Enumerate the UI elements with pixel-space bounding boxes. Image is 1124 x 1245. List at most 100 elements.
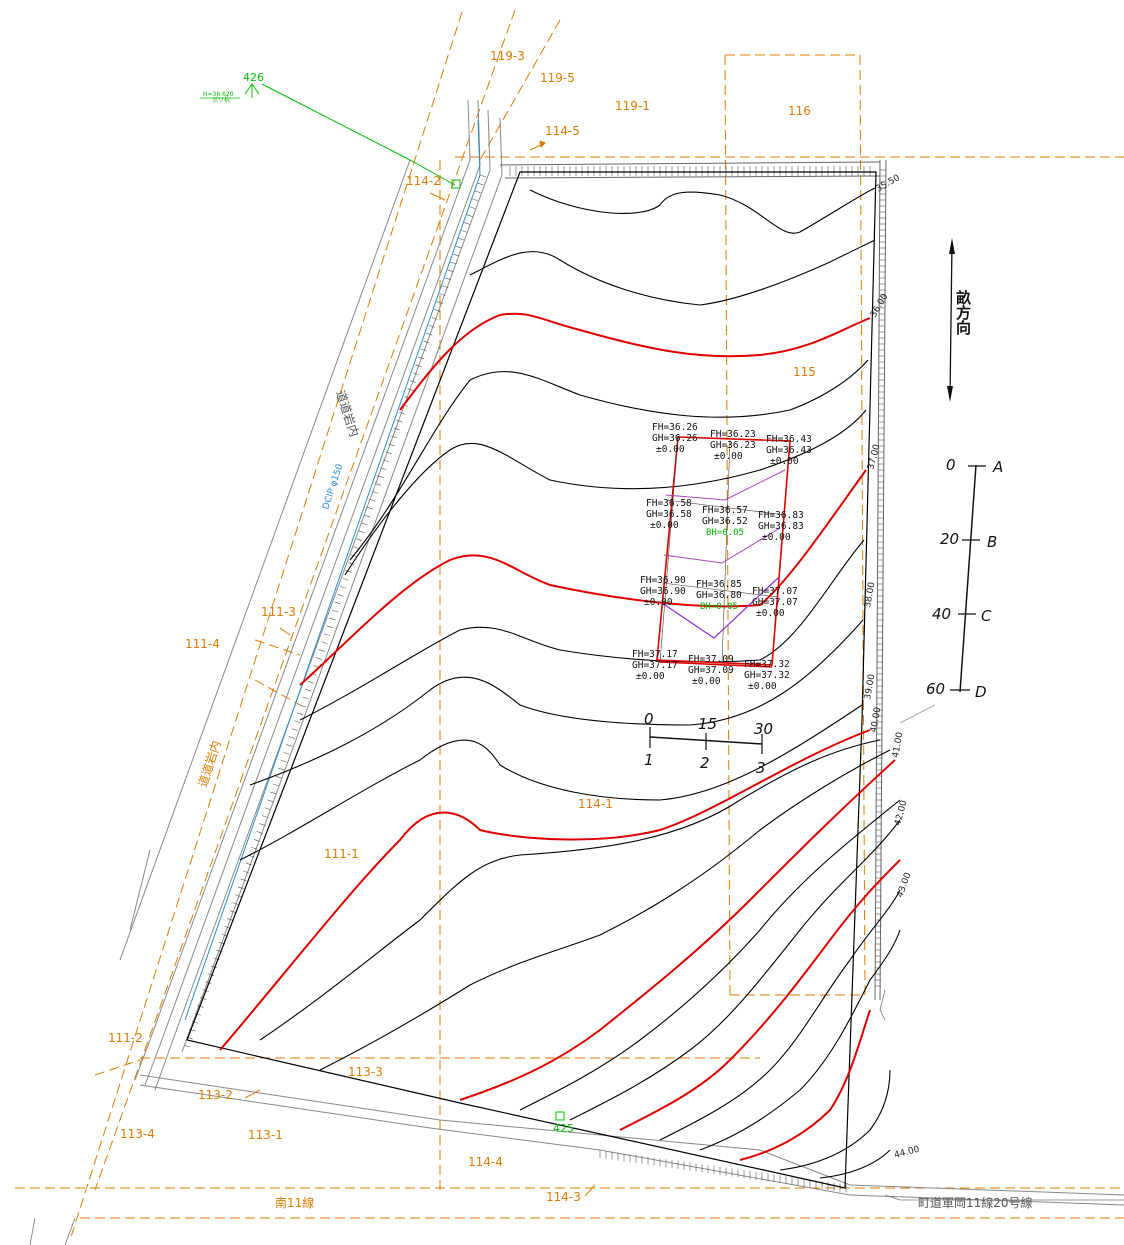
- diff-value: ±0.00: [692, 676, 721, 687]
- arrow-up-icon: [949, 238, 955, 254]
- fh-value: FH=36.57: [702, 505, 748, 516]
- contour-label: 38.00: [863, 581, 877, 608]
- grid-point: FH=36.83 GH=36.83 ±0.00: [758, 510, 804, 543]
- contour-minor: [319, 749, 891, 1071]
- water-pipe-line: [184, 119, 481, 1021]
- parcel-line: [479, 19, 561, 161]
- grid-outline: [656, 436, 791, 666]
- gh-value: GH=37.07: [752, 597, 798, 608]
- benchmark-note: H=36.620: [203, 91, 234, 98]
- field-boundary: [186, 171, 877, 1189]
- contour-major: [299, 469, 867, 686]
- gh-value: GH=36.58: [646, 509, 692, 520]
- diff-value: ±0.00: [636, 671, 665, 682]
- grid-point: FH=36.57 GH=36.52 BH=0.05: [702, 505, 748, 538]
- contour-minor: [659, 889, 901, 1141]
- parcel-label: 113-3: [348, 1065, 383, 1079]
- gh-value: GH=37.09: [688, 665, 734, 676]
- parcel-label: 113-2: [198, 1088, 233, 1102]
- scale-value: 30: [754, 720, 773, 738]
- contour-minor: [344, 409, 867, 576]
- benchmark-425: 425: [553, 1111, 574, 1135]
- grid-point: FH=36.90 GH=36.90 ±0.00: [640, 575, 686, 608]
- arrow-down-icon: [947, 386, 953, 402]
- grid-point: FH=36.58 GH=36.58 ±0.00: [646, 498, 692, 531]
- grid-point: FH=36.26 GH=36.26 ±0.00: [652, 422, 698, 455]
- contour-major: [459, 759, 896, 1101]
- grid-row-line: [659, 661, 773, 668]
- diff-value: ±0.00: [656, 444, 685, 455]
- ridge-direction: 畝方向: [947, 238, 972, 402]
- gh-value: GH=36.80: [696, 590, 742, 601]
- parcel-label: 113-4: [120, 1127, 155, 1141]
- grid-cross-line: [665, 499, 786, 516]
- contour-minor: [259, 739, 881, 1041]
- scale-value: 0: [644, 710, 654, 728]
- parcel-arrows: [244, 140, 596, 1197]
- grid-cross-line: [659, 436, 679, 663]
- grid-cross-line: [661, 582, 779, 598]
- gh-value: GH=37.17: [632, 660, 678, 671]
- grid-point: FH=37.09 GH=37.09 ±0.00: [688, 654, 734, 687]
- parcel-label: 111-4: [185, 637, 220, 651]
- grid-point: FH=36.43 GH=36.43 ±0.00: [766, 434, 812, 467]
- road-edge: [154, 109, 491, 1091]
- scale-number: 2: [700, 754, 710, 772]
- scale-letter: D: [975, 683, 987, 701]
- contour-major: [739, 1009, 871, 1161]
- parcel-line: [724, 54, 731, 996]
- ridge-scale: 0 20 40 60 A B C D: [899, 456, 1003, 724]
- benchmark-number: 425: [553, 1122, 574, 1135]
- contour-minor: [699, 929, 901, 1151]
- parcel-label: 111-3: [261, 605, 296, 619]
- grid-purple-shape: [663, 527, 781, 564]
- gh-value: GH=36.83: [758, 521, 804, 532]
- parcel-line: [94, 1059, 141, 1076]
- road-edge: [181, 117, 503, 1053]
- contour-minor: [529, 187, 876, 234]
- scale-value: 0: [946, 456, 956, 474]
- grid-cross-line: [721, 439, 731, 664]
- top-gutter-hatch: [509, 166, 886, 1193]
- parcel-label: 119-1: [615, 99, 650, 113]
- grid-point: FH=37.32 GH=37.32 ±0.00: [744, 659, 790, 692]
- fh-value: FH=37.07: [752, 586, 798, 597]
- bh-value: BH=0.05: [700, 602, 738, 612]
- grid-point-labels: FH=36.26 GH=36.26 ±0.00 FH=36.23 GH=36.2…: [632, 422, 812, 692]
- parcel-label: 113-1: [248, 1128, 283, 1142]
- top-gutter: [499, 159, 887, 1001]
- parcel-label: 116: [788, 104, 811, 118]
- parcel-line: [94, 9, 516, 1191]
- gh-value: GH=36.52: [702, 516, 748, 527]
- benchmark-marker-icon: [555, 1111, 565, 1121]
- fh-value: FH=36.58: [646, 498, 692, 509]
- parcel-boundaries: [15, 9, 1124, 1241]
- contour-minor: [469, 239, 876, 306]
- parcel-label: 114-2: [406, 174, 441, 188]
- misc-lines: [29, 989, 1124, 1245]
- scale-value: 40: [932, 605, 951, 623]
- grid-point: FH=36.85 GH=36.80 BH=0.05: [696, 579, 742, 612]
- levelling-grid: [656, 436, 791, 668]
- diff-value: ±0.00: [748, 681, 777, 692]
- parcel-line: [859, 54, 866, 996]
- contour-label: 44.00: [893, 1144, 921, 1160]
- benchmark-number: 426: [243, 71, 264, 84]
- gh-value: GH=36.26: [652, 433, 698, 444]
- contour-minor: [239, 704, 863, 861]
- parcel-line: [254, 639, 301, 656]
- contour-minor: [299, 539, 865, 721]
- gh-value: GH=36.90: [640, 586, 686, 597]
- benchmark-marker-icon: [451, 179, 461, 189]
- contour-lines: [219, 187, 901, 1179]
- parcel-label: 111-1: [324, 847, 359, 861]
- contour-minor: [249, 619, 864, 786]
- bh-value: BH=0.05: [706, 528, 744, 538]
- scale-value: 60: [926, 680, 945, 698]
- diff-value: ±0.00: [650, 520, 679, 531]
- pipe-label: DCIP φ150: [321, 463, 345, 511]
- road-edge: [134, 99, 471, 1081]
- road-edge: [139, 1074, 1124, 1196]
- gh-value: GH=37.32: [744, 670, 790, 681]
- grid-purple-shape: [665, 469, 786, 501]
